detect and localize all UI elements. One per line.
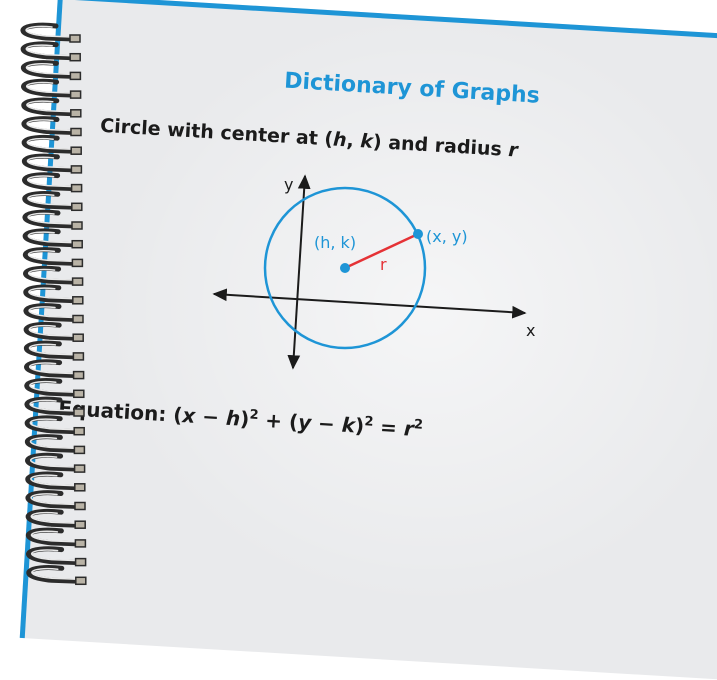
binding-ring [22,228,83,249]
center-label: (h, k) [314,233,356,252]
circle [263,186,427,350]
binding-ring [25,490,86,511]
binding-ring [22,172,83,193]
point-label: (x, y) [426,227,468,246]
binding-ring [24,434,86,455]
binding-ring [25,452,86,473]
binding-ring [25,471,86,492]
binding-ring [23,303,84,324]
binding-ring [24,396,85,417]
binding-ring [21,97,82,118]
radius-label: r [380,255,387,274]
x-axis [212,288,527,319]
binding-ring [24,415,85,436]
binding-ring [23,284,84,305]
circle-point [413,229,423,239]
binding-ring [25,527,87,548]
binding-ring [22,247,84,268]
binding-ring [20,60,82,81]
spiral-binding [20,22,87,586]
binding-ring [20,41,81,62]
circle-graph: (h, k) (x, y) r y x [20,22,535,586]
binding-ring [26,565,87,586]
binding-ring [24,378,85,399]
binding-ring [21,153,83,174]
radius-line [344,232,419,270]
binding-ring [23,321,84,342]
binding-ring [21,116,82,137]
binding-ring [25,508,86,529]
y-axis-label: y [284,175,293,194]
binding-ring [22,209,83,230]
binding-ring [21,134,82,155]
binding-ring [26,546,87,567]
center-point [340,263,350,273]
x-axis-label: x [526,321,535,340]
page: Dictionary of Graphs Circle with center … [19,0,717,680]
binding-ring [20,22,81,43]
binding-ring [23,340,85,361]
y-axis [287,174,311,370]
binding-ring [21,78,82,99]
binding-ring [22,191,83,212]
binding-ring [23,265,84,286]
binding-ring [24,359,85,380]
